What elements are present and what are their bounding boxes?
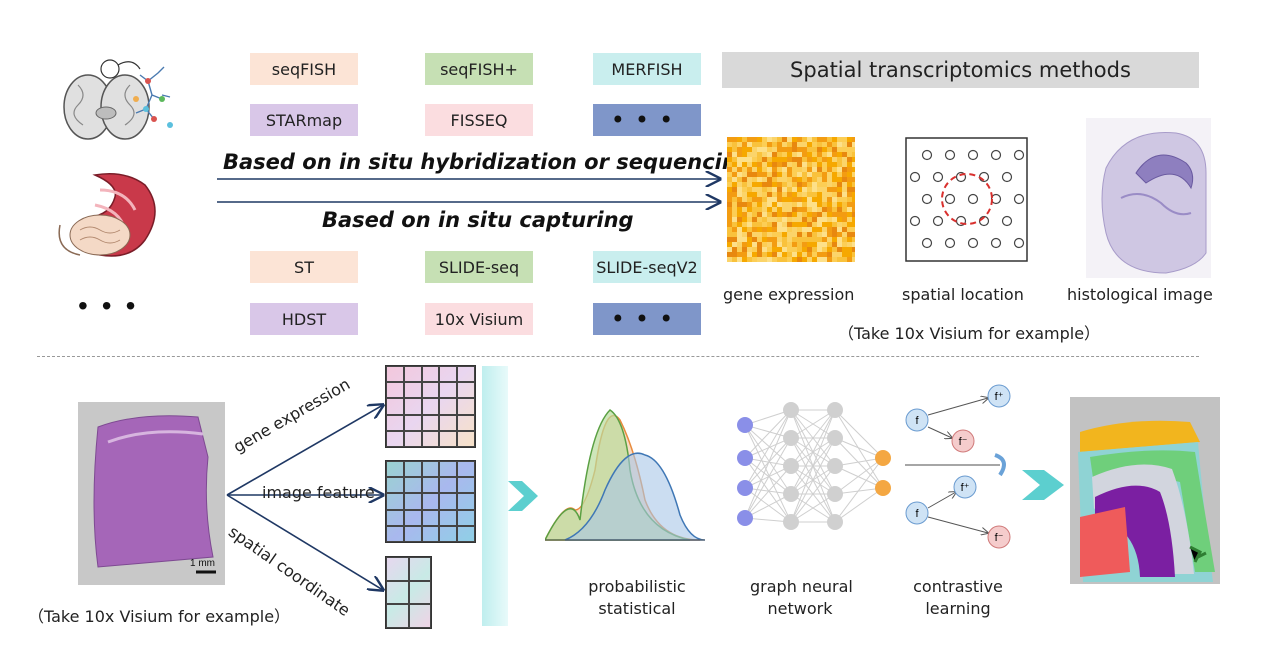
integration-bar <box>482 366 508 626</box>
output-label-spatial-location: spatial location <box>902 285 1024 304</box>
method-seqfish: seqFISH <box>250 53 358 85</box>
method-starmap: STARmap <box>250 104 358 136</box>
histological-image <box>1086 118 1211 278</box>
method-more-bottom: ••• <box>593 303 701 335</box>
brain-neuron-illustration <box>63 59 173 140</box>
image-feature-matrix <box>385 460 476 543</box>
model-label-gnn: graph neural network <box>750 576 853 620</box>
more-samples-ellipsis: ••• <box>78 290 150 321</box>
method-10x-visium: 10x Visium <box>425 303 533 335</box>
method-seqfish-plus: seqFISH+ <box>425 53 533 85</box>
scale-bar-label: 1 mm <box>190 558 215 569</box>
section-divider <box>37 356 1199 357</box>
node-f-2: f <box>915 508 919 520</box>
output-label-gene-expression: gene expression <box>723 285 855 304</box>
flow-arrow-1 <box>508 481 538 511</box>
gene-expression-heatmap <box>727 137 855 262</box>
node-fminus-2: f⁻ <box>995 532 1004 544</box>
flow-arrow-2 <box>1022 470 1064 500</box>
branch-label-hybridization: Based on in situ hybridization or sequen… <box>223 150 752 174</box>
method-hdst: HDST <box>250 303 358 335</box>
model-label-gnn-line1: graph neural <box>750 577 853 596</box>
model-label-cl-line2: learning <box>925 599 991 618</box>
feature-arrows <box>226 395 390 605</box>
method-slide-seqv2: SLIDE-seqV2 <box>593 251 701 283</box>
model-label-probabilistic: probabilistic statistical <box>587 576 687 620</box>
feature-label-image-feature: image feature <box>262 483 375 502</box>
spatial-location-spots <box>905 137 1028 262</box>
model-label-cl-line1: contrastive <box>913 577 1003 596</box>
page-title: Spatial transcriptomics methods <box>722 52 1199 88</box>
method-more-top: ••• <box>593 104 701 136</box>
method-slide-seq: SLIDE-seq <box>425 251 533 283</box>
spatial-coordinate-matrix <box>385 556 432 629</box>
contrastive-learning-diagram: f f⁺ f⁻ f f⁺ f⁻ <box>905 384 1011 549</box>
model-label-prob-line1: probabilistic <box>588 577 686 596</box>
output-label-histological-image: histological image <box>1067 285 1213 304</box>
model-label-contrastive: contrastive learning <box>908 576 1008 620</box>
branch-arrows <box>217 170 730 210</box>
model-label-gnn-line2: network <box>767 599 833 618</box>
method-st: ST <box>250 251 358 283</box>
gene-expression-matrix <box>385 365 476 448</box>
node-f-1: f <box>915 415 919 427</box>
node-fminus-1: f⁻ <box>959 436 968 448</box>
example-note-top: （Take 10x Visium for example） <box>838 324 1101 343</box>
tissue-slide-image <box>78 402 225 585</box>
model-label-prob-line2: statistical <box>598 599 676 618</box>
node-fplus-2: f⁺ <box>961 482 970 494</box>
method-merfish: MERFISH <box>593 53 701 85</box>
spatial-domain-result <box>1070 397 1220 584</box>
stomach-illustration <box>58 173 156 257</box>
node-fplus-1: f⁺ <box>995 391 1004 403</box>
example-note-bottom: （Take 10x Visium for example） <box>28 607 291 626</box>
branch-label-capturing: Based on in situ capturing <box>322 208 634 232</box>
density-distribution-plot <box>545 409 705 541</box>
method-fisseq: FISSEQ <box>425 104 533 136</box>
graph-neural-network-diagram <box>737 402 891 530</box>
